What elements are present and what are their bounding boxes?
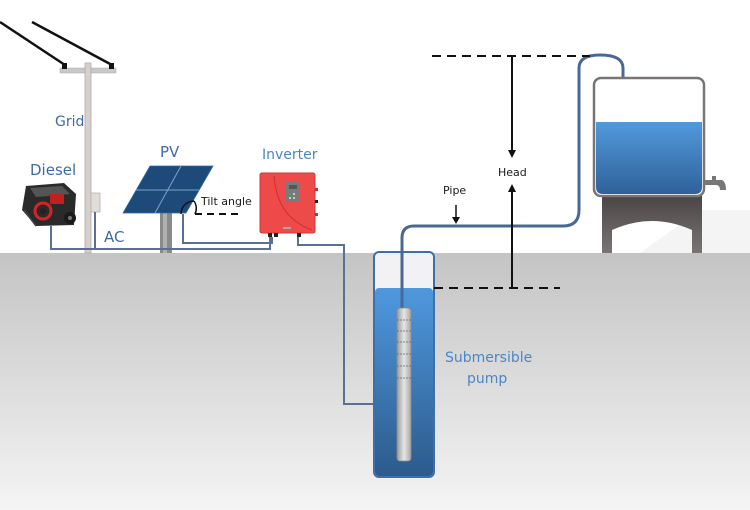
tilt-angle-label: Tilt angle [200, 195, 252, 208]
diesel-generator-icon [22, 183, 76, 227]
water-tank-icon [592, 76, 750, 253]
grid-label: Grid [55, 114, 84, 130]
ac-label: AC [104, 228, 124, 246]
pv-label: PV [160, 143, 180, 161]
water-pipe [400, 53, 625, 315]
head-dimension [432, 55, 590, 289]
head-label: Head [498, 166, 527, 179]
pipe-label: Pipe [443, 184, 466, 197]
inverter-label: Inverter [262, 147, 318, 163]
diesel-label: Diesel [30, 161, 76, 179]
utility-pole-icon [0, 20, 117, 254]
inverter-to-pump-cable [297, 237, 401, 405]
pipe-arrow-head [452, 217, 460, 224]
submersible-pump-icon [396, 307, 412, 462]
head-arrow-down [508, 150, 516, 158]
inverter-icon [259, 172, 318, 237]
head-arrow-up [508, 184, 516, 192]
submersible-label-1: Submersible [445, 350, 532, 366]
submersible-label-2: pump [467, 371, 507, 387]
tilt-angle-indicator [180, 200, 240, 215]
pv-to-inverter-cable [182, 214, 273, 244]
solar-panel-icon [122, 165, 214, 253]
cables [50, 212, 401, 405]
